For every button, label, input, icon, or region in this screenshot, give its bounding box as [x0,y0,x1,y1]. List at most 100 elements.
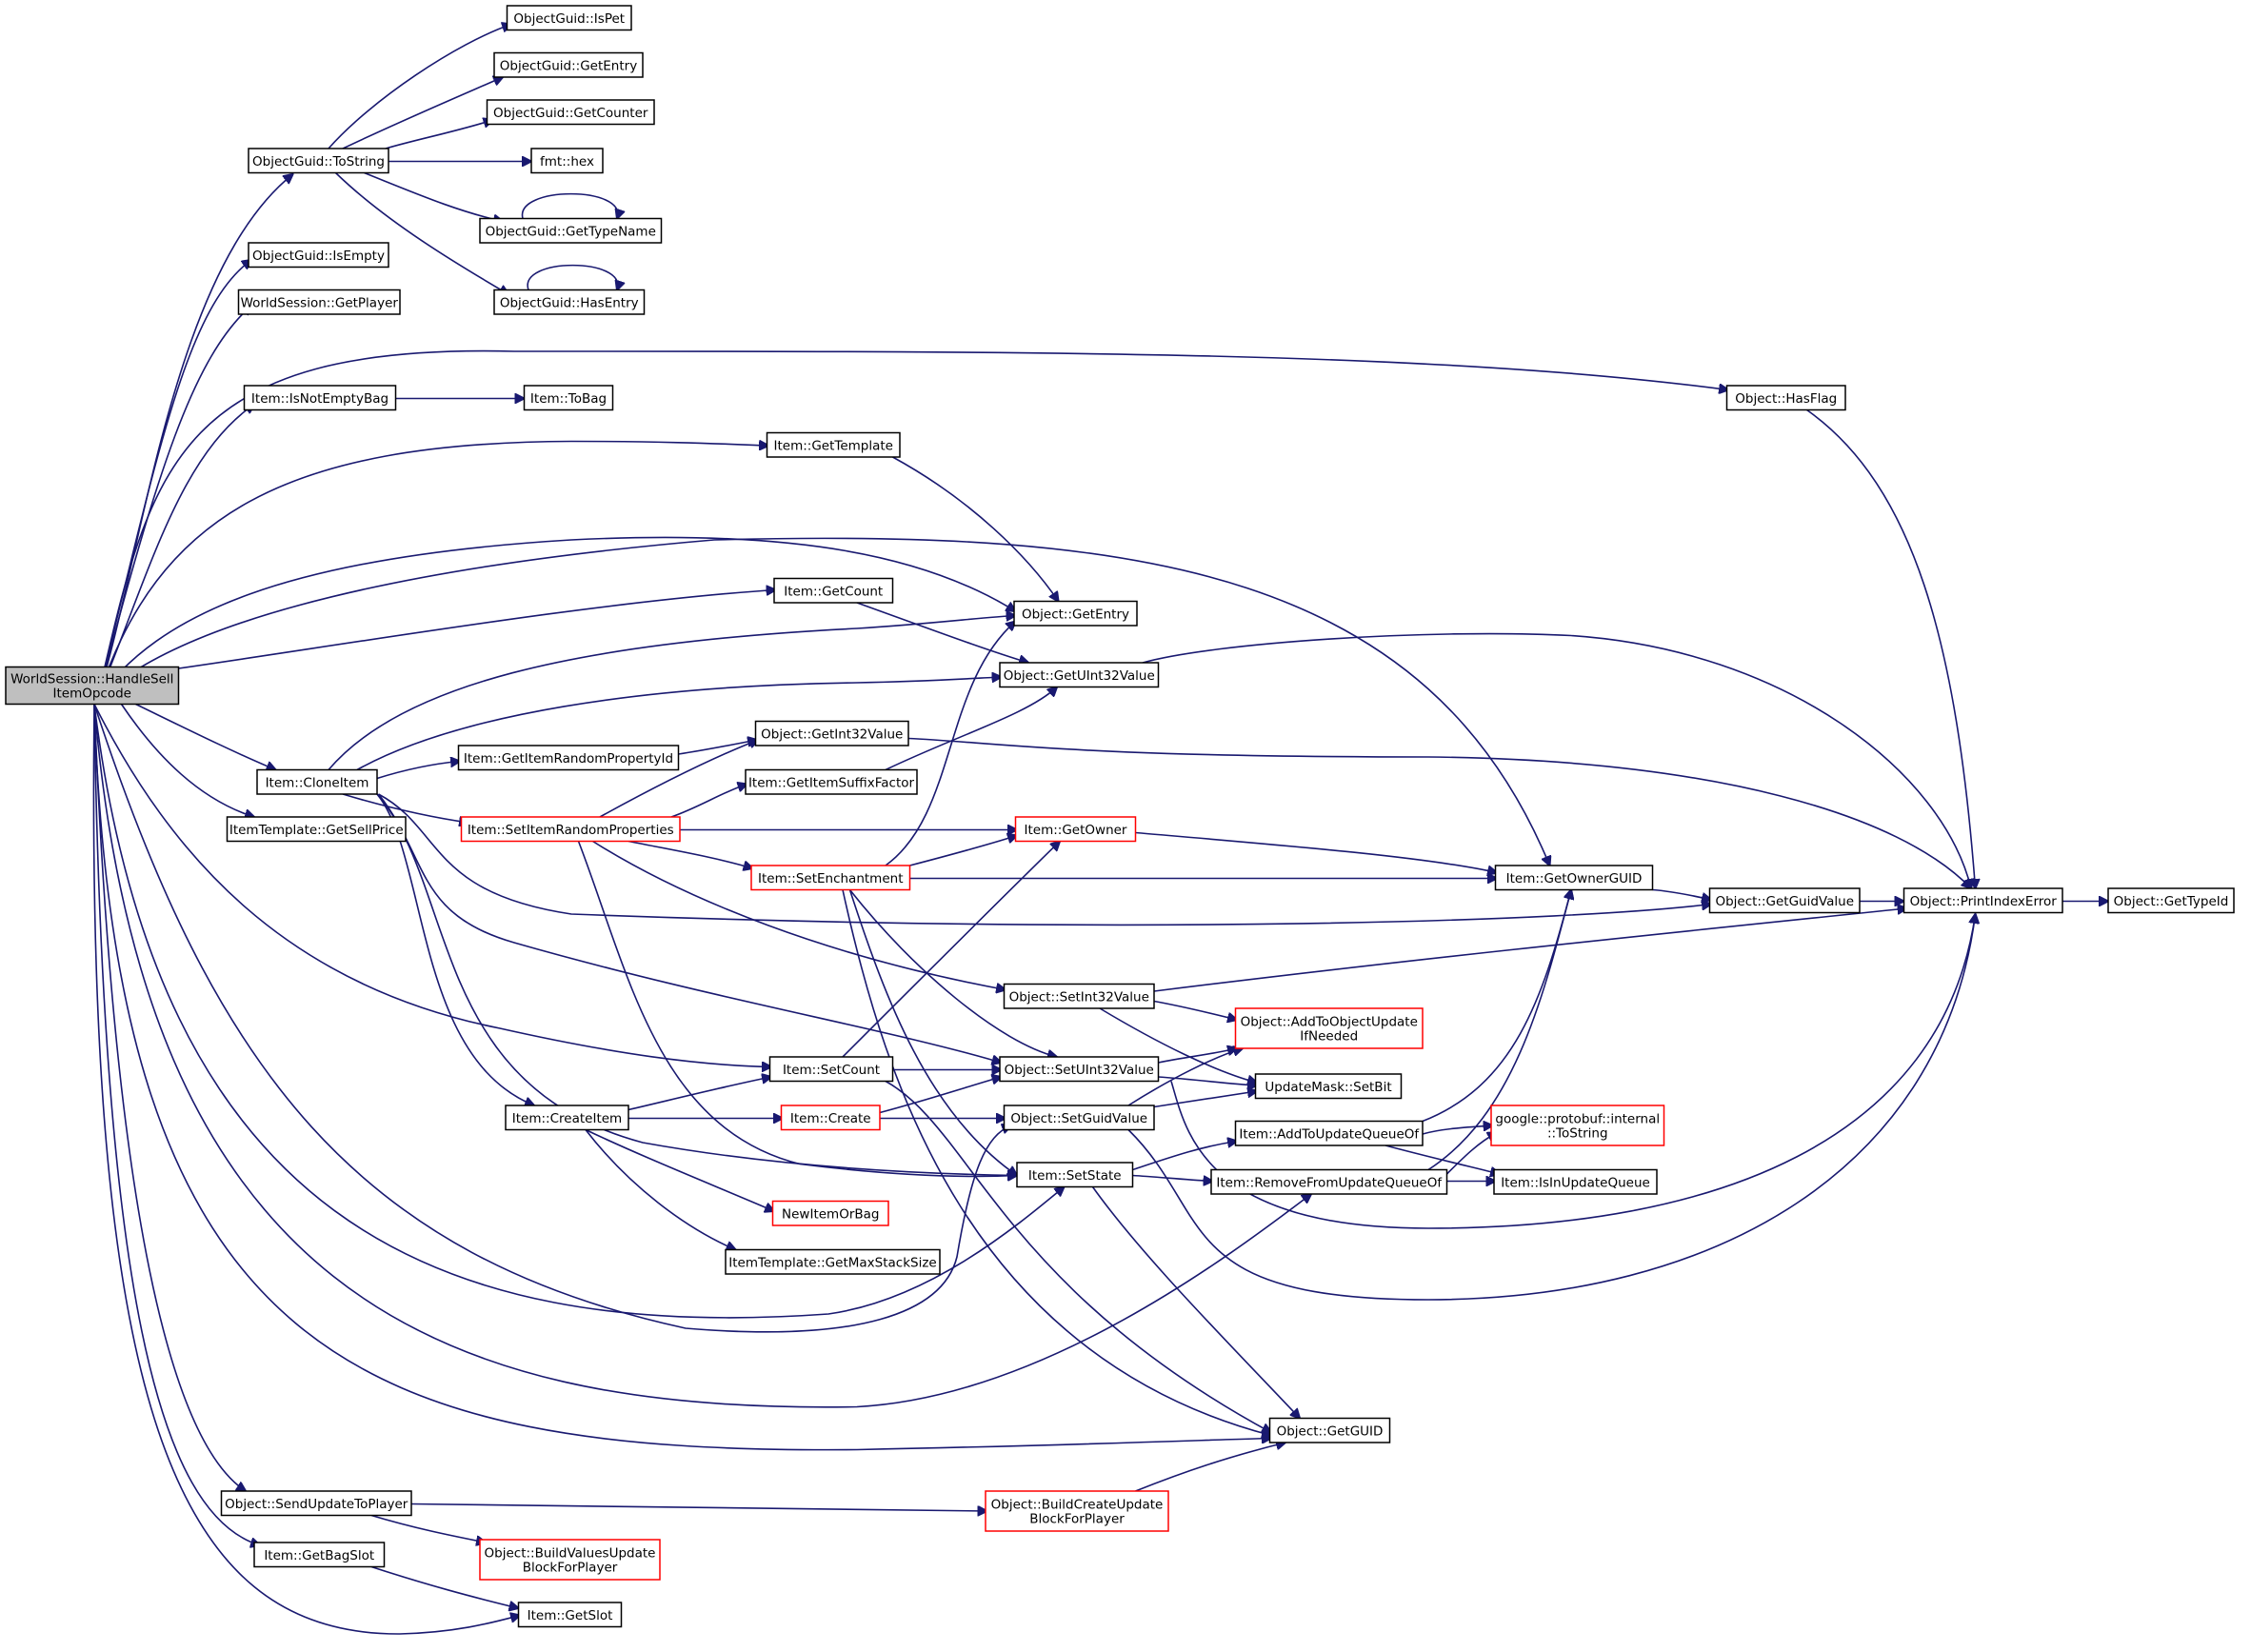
node-label: NewItemOrBag [782,1206,879,1222]
node-label: Object::BuildCreateUpdate [991,1498,1164,1513]
node-label: ItemOpcode [53,687,131,702]
edge-setguidvalue-to-setbit [1153,1091,1257,1108]
node-getcounter[interactable]: ObjectGuid::GetCounter [486,99,655,126]
edge-setuint32-to-addtoobjupd [1158,1048,1238,1064]
node-box [1003,1105,1155,1131]
node-guid_getentry[interactable]: ObjectGuid::GetEntry [493,51,644,78]
node-setcount[interactable]: Item::SetCount [768,1056,894,1083]
edge-setrandprops-to-setstate [577,841,1018,1177]
node-getguid[interactable]: Object::GetGUID [1268,1417,1391,1443]
node-label: fmt::hex [540,154,594,169]
node-setenchant[interactable]: Item::SetEnchantment [750,865,911,891]
node-label: ObjectGuid::GetCounter [493,106,648,121]
edge-setenchant-to-obj_getentry [885,622,1016,866]
node-box [5,666,180,706]
node-box [1725,385,1846,411]
node-hasflag[interactable]: Object::HasFlag [1725,385,1846,411]
node-label: Item::IsNotEmptyBag [251,391,388,407]
node-box [530,148,604,174]
node-getsuffix[interactable]: Item::GetItemSuffixFactor [745,768,918,795]
edge-handle_sell-to-getslot [92,704,520,1635]
node-box [248,148,389,174]
node-hasentry[interactable]: ObjectGuid::HasEntry [493,289,646,315]
node-getownerguid[interactable]: Item::GetOwnerGUID [1494,865,1654,891]
edge-setguidvalue-to-addtoobjupd [1127,1048,1243,1106]
node-label: Item::SetCount [783,1063,880,1078]
edge-cloneitem-to-obj_getentry [328,616,1016,771]
node-tostring[interactable]: ObjectGuid::ToString [248,148,389,174]
node-isempty[interactable]: ObjectGuid::IsEmpty [248,242,389,269]
edge-cloneitem-to-setrandprops [342,793,468,823]
node-box [1902,887,2063,914]
node-setguidvalue[interactable]: Object::SetGuidValue [1003,1105,1155,1131]
node-getint32[interactable]: Object::GetInt32Value [754,720,909,746]
node-setbit[interactable]: UpdateMask::SetBit [1254,1073,1403,1100]
node-addtoqueue[interactable]: Item::AddToUpdateQueueOf [1234,1120,1424,1146]
node-setuint32[interactable]: Object::SetUInt32Value [999,1056,1160,1083]
node-getguidvalue[interactable]: Object::GetGuidValue [1708,887,1861,914]
node-label: WorldSession::GetPlayer [241,295,399,310]
node-getslot[interactable]: Item::GetSlot [517,1602,623,1628]
node-setstate[interactable]: Item::SetState [1016,1162,1134,1188]
edge-setstate-to-addtoqueue [1132,1142,1238,1171]
node-label: IfNeeded [1300,1029,1358,1045]
node-pbtostring[interactable]: google::protobuf::internal::ToString [1490,1105,1665,1146]
node-gettemplate[interactable]: Item::GetTemplate [766,431,901,458]
node-label: Object::PrintIndexError [1910,894,2058,909]
node-newitemorbag[interactable]: NewItemOrBag [771,1200,889,1226]
node-box [985,1490,1169,1532]
node-createitem[interactable]: Item::CreateItem [505,1105,629,1131]
node-getmaxstack[interactable]: ItemTemplate::GetMaxStackSize [725,1248,941,1275]
node-label: ObjectGuid::ToString [252,154,385,169]
node-setint32[interactable]: Object::SetInt32Value [1003,983,1155,1009]
node-isnotemptybag[interactable]: Item::IsNotEmptyBag [243,385,397,411]
node-tobag[interactable]: Item::ToBag [523,385,614,411]
edge-setint32-to-printindex [1153,908,1907,992]
node-sendupdate[interactable]: Object::SendUpdateToPlayer [220,1490,412,1517]
node-getplayer[interactable]: WorldSession::GetPlayer [237,289,401,315]
edge-handle_sell-to-sendupdate [93,704,246,1492]
node-label: Item::Create [790,1111,871,1126]
node-getcount[interactable]: Item::GetCount [773,577,894,604]
node-ispet[interactable]: ObjectGuid::IsPet [506,5,632,31]
nodes-layer: WorldSession::HandleSellItemOpcodeObject… [5,5,2235,1628]
node-isinqueue[interactable]: Item::IsInUpdateQueue [1493,1168,1658,1195]
node-gettypeid[interactable]: Object::GetTypeId [2107,887,2235,914]
edge-removefromqueue-to-getownerguid [1427,890,1571,1171]
node-label: Item::SetEnchantment [758,871,904,886]
node-setrandprops[interactable]: Item::SetItemRandomProperties [460,816,681,843]
node-getsellprice[interactable]: ItemTemplate::GetSellPrice [226,816,407,843]
node-cloneitem[interactable]: Item::CloneItem [256,768,378,795]
node-obj_getentry[interactable]: Object::GetEntry [1013,600,1138,627]
node-fmthex[interactable]: fmt::hex [530,148,604,174]
edge-handle_sell-to-setcount [93,704,771,1067]
node-label: Item::GetOwner [1025,823,1127,838]
node-box [1490,1105,1665,1146]
edge-handle_sell-to-getplayer [96,306,251,701]
edge-setint32-to-setbit [1099,1007,1257,1083]
edge-cloneitem-to-setstate [376,793,1017,1176]
edge-hasflag-to-printindex [1806,408,1976,889]
node-getbagslot[interactable]: Item::GetBagSlot [253,1542,386,1568]
node-getowner[interactable]: Item::GetOwner [1014,816,1137,843]
edge-setguidvalue-to-printindex [1127,914,1976,1301]
node-getuint32[interactable]: Object::GetUInt32Value [999,662,1160,688]
node-box [493,51,644,78]
edge-handle_sell-to-setstate [93,704,1065,1319]
node-box [243,385,397,411]
node-printindex[interactable]: Object::PrintIndexError [1902,887,2063,914]
edge-itemcreate-to-setuint32 [879,1077,1002,1114]
node-gettypename[interactable]: ObjectGuid::GetTypeName [479,217,663,244]
edge-createitem-to-getmaxstack [585,1129,736,1250]
node-itemcreate[interactable]: Item::Create [780,1105,881,1131]
node-label: Item::GetBagSlot [264,1548,374,1563]
node-removefromqueue[interactable]: Item::RemoveFromUpdateQueueOf [1210,1168,1448,1195]
node-label: Object::GetGUID [1277,1423,1384,1439]
edge-addtoqueue-to-getownerguid [1422,890,1571,1123]
node-getrandprop[interactable]: Item::GetItemRandomPropertyId [457,745,680,771]
